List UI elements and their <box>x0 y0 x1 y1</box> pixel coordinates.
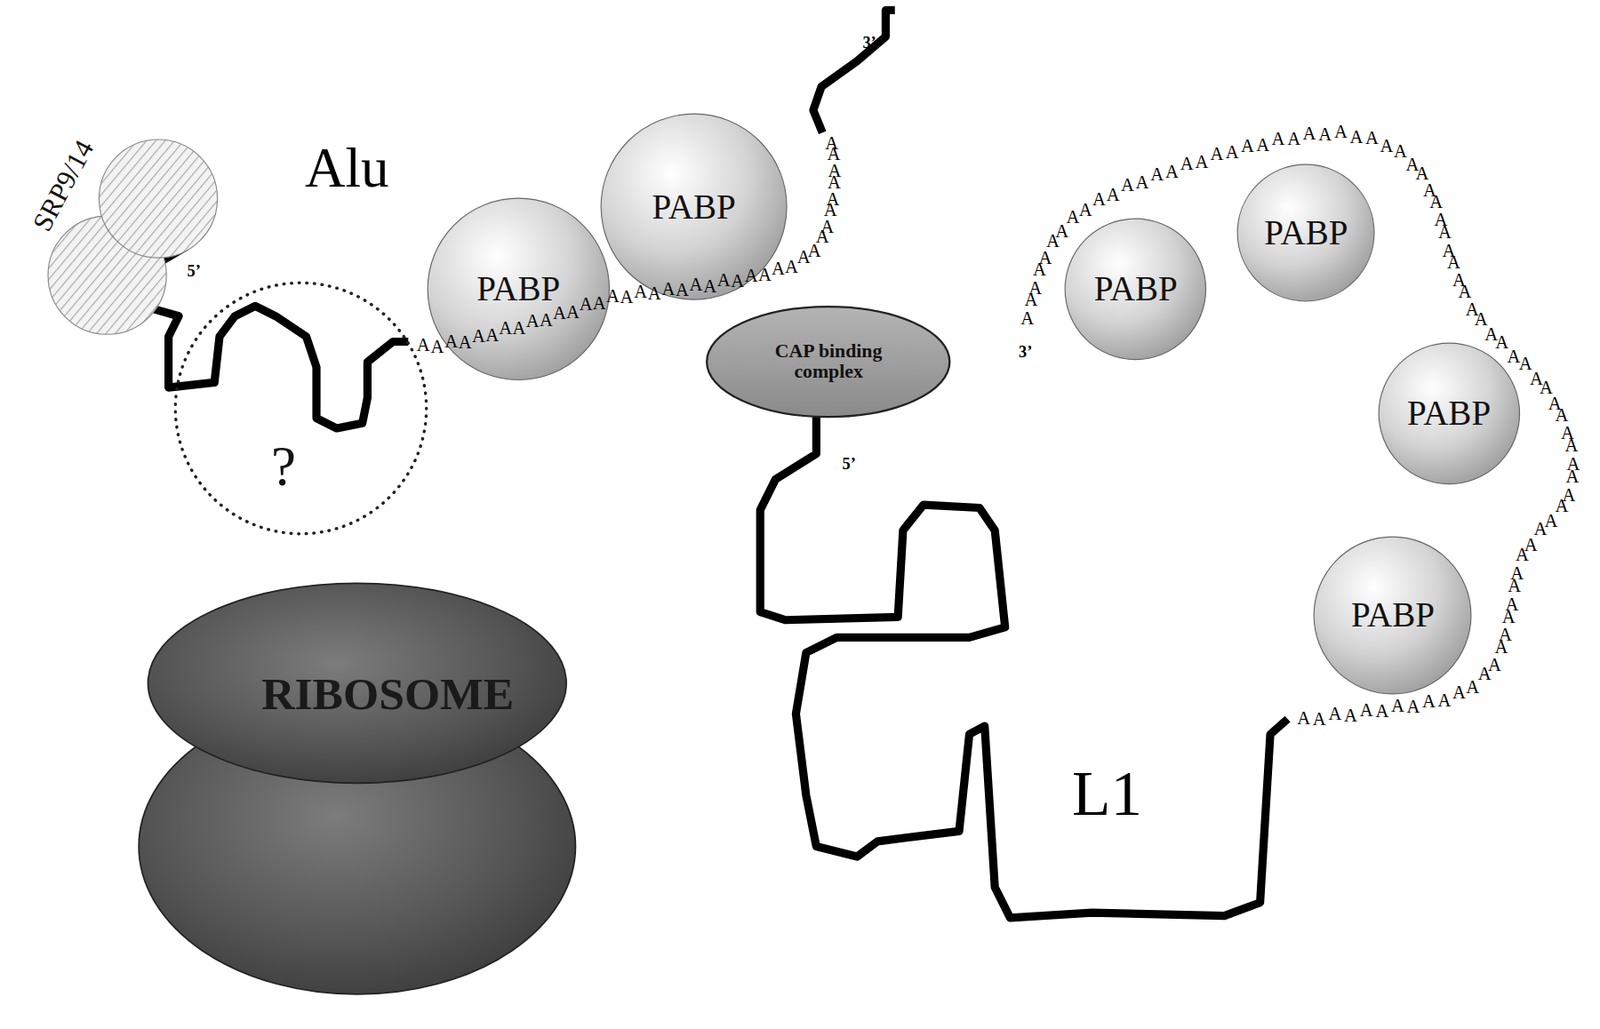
tail-guide <box>416 134 835 347</box>
srp9-circle <box>98 139 217 258</box>
ribosome-small-subunit <box>147 584 567 784</box>
pabp-shape <box>1064 218 1206 360</box>
ribosome: RIBOSOME <box>137 581 587 1000</box>
node-label: PABP <box>652 188 736 226</box>
node-label: PABP <box>1264 214 1348 252</box>
unknown-factor: ? <box>173 280 429 536</box>
pabp-circle: PABP <box>1377 342 1521 486</box>
polya-letters: AAAAAAAAAAAAAAAAAAAAAAAAAAAAAAAAAAAAAA <box>416 133 842 357</box>
end-label: 3’ <box>862 33 876 53</box>
node-label: PABP <box>1094 270 1178 308</box>
rna-name: L1 <box>1072 758 1143 831</box>
pabp-shape <box>600 114 787 301</box>
dotted-circle <box>175 282 426 534</box>
l1-rna-strand <box>760 413 1288 919</box>
cap-complex: CAP binding complex <box>705 305 952 418</box>
alu-3prime-strand <box>813 9 896 133</box>
pabp-circle: PABP <box>1312 536 1472 696</box>
cap-ellipse <box>707 307 951 418</box>
rna-name: Alu <box>304 136 390 201</box>
pabp-circle: PABP <box>426 197 611 382</box>
end-label: 5’ <box>841 455 856 474</box>
node-label: CAP binding complex <box>742 341 916 384</box>
pabp-circle: PABP <box>600 112 788 301</box>
pabp-shape <box>427 198 609 380</box>
polya-tail: AAAAAAAAAAAAAAAAAAAAAAAAAAAAAAAAAAAAAAAA… <box>1020 121 1580 729</box>
node-label: PABP <box>1351 596 1435 634</box>
pabp-circle: PABP <box>1064 217 1208 361</box>
polya-tail: AAAAAAAAAAAAAAAAAAAAAAAAAAAAAAAAAAAAAA <box>416 133 841 357</box>
node-label: ? <box>271 436 296 497</box>
tail-guide <box>1025 132 1574 720</box>
srp-protein: SRP9/14 <box>40 132 225 342</box>
node-label: RIBOSOME <box>261 669 514 720</box>
node-outline <box>173 280 429 536</box>
pabp-shape <box>1378 343 1520 484</box>
node-outline <box>137 581 587 1000</box>
node-label: PABP <box>476 270 560 308</box>
end-label: 3’ <box>1018 343 1032 362</box>
pabp-circle: PABP <box>1236 163 1376 303</box>
node-label: PABP <box>1407 394 1491 432</box>
pabp-shape <box>1237 164 1375 302</box>
polya-letters: AAAAAAAAAAAAAAAAAAAAAAAAAAAAAAAAAAAAAAAA… <box>1020 121 1580 729</box>
pabp-shape <box>1314 536 1472 695</box>
end-label: 5’ <box>186 262 200 281</box>
